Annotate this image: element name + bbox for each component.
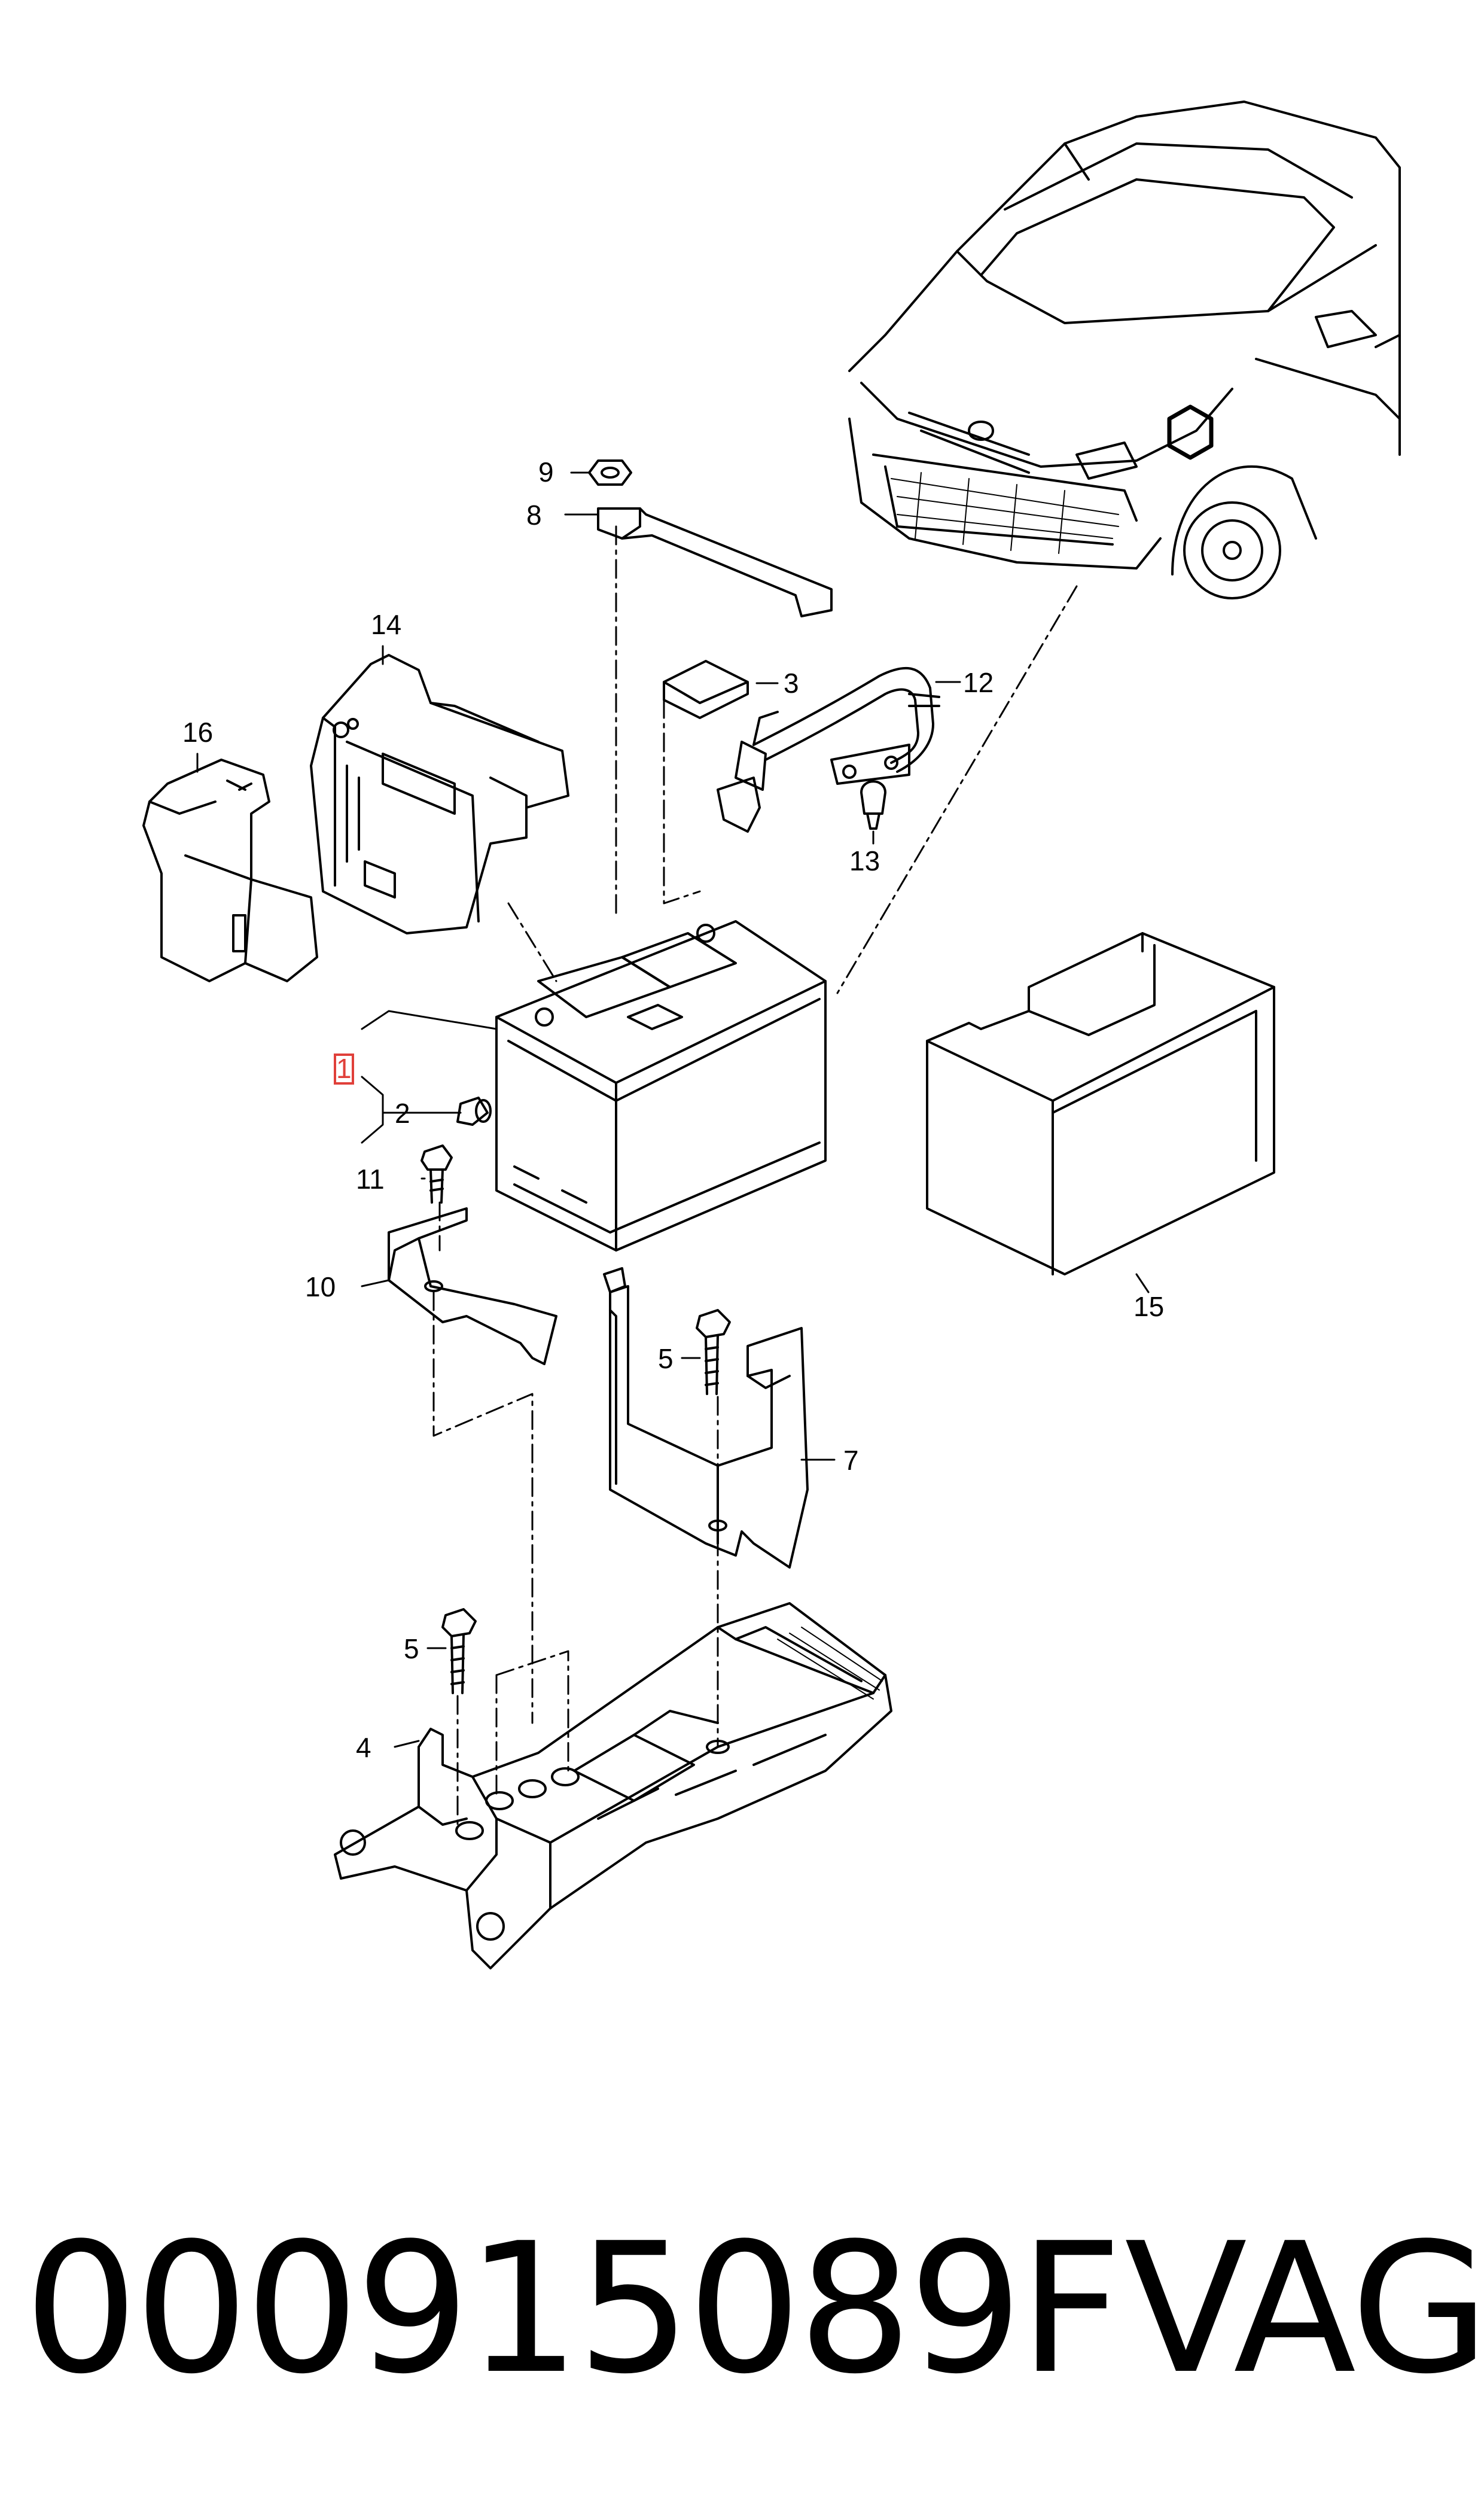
callout-5-upper: 5 — [658, 1343, 674, 1374]
part-16-fuse-cover — [142, 759, 318, 982]
callout-5-lower: 5 — [404, 1633, 419, 1664]
part-5-bolt-lower — [441, 1608, 477, 1694]
part-number: 000915089F — [24, 2205, 1122, 2413]
brand-label: VAG — [1125, 2205, 1484, 2413]
part-9-nut — [588, 459, 632, 486]
callout-4: 4 — [356, 1732, 371, 1763]
part-3-terminal-cap — [663, 660, 749, 719]
part-12-ground-cable — [717, 667, 940, 833]
part-5-bolt-upper — [696, 1309, 731, 1395]
callout-9: 9 — [538, 456, 554, 488]
leader-lines — [196, 471, 1150, 1748]
part-13-clip — [860, 780, 886, 830]
callout-8: 8 — [526, 500, 542, 531]
callout-labels: 9 8 3 12 13 14 16 1 2 11 10 5 7 15 5 4 — [182, 456, 1164, 1763]
part-1-battery — [495, 920, 827, 1252]
callout-16: 16 — [182, 717, 213, 748]
hexagon-icon — [1167, 404, 1214, 460]
callout-1: 1 — [336, 1053, 352, 1084]
callout-15: 15 — [1133, 1291, 1164, 1322]
part-11-bolt — [420, 1144, 453, 1204]
part-10-bracket — [388, 1207, 557, 1365]
callout-11: 11 — [356, 1164, 385, 1195]
part-14-fuse-holder — [310, 654, 569, 934]
vehicle-illustration — [848, 101, 1401, 599]
callout-2: 2 — [395, 1098, 410, 1129]
callout-12: 12 — [963, 667, 994, 698]
assembly-lines — [432, 525, 1078, 1826]
part-4-battery-tray — [334, 1602, 892, 1969]
part-15-battery-insulation-box — [926, 932, 1275, 1275]
part-8-hold-down-clamp — [597, 507, 833, 617]
part-2-vent-plug — [456, 1097, 492, 1126]
callout-10: 10 — [305, 1271, 336, 1302]
callout-14: 14 — [371, 609, 401, 640]
callout-7: 7 — [843, 1445, 859, 1476]
callout-3: 3 — [784, 668, 799, 699]
callout-1-highlight — [334, 1054, 354, 1085]
callout-13: 13 — [849, 845, 880, 876]
